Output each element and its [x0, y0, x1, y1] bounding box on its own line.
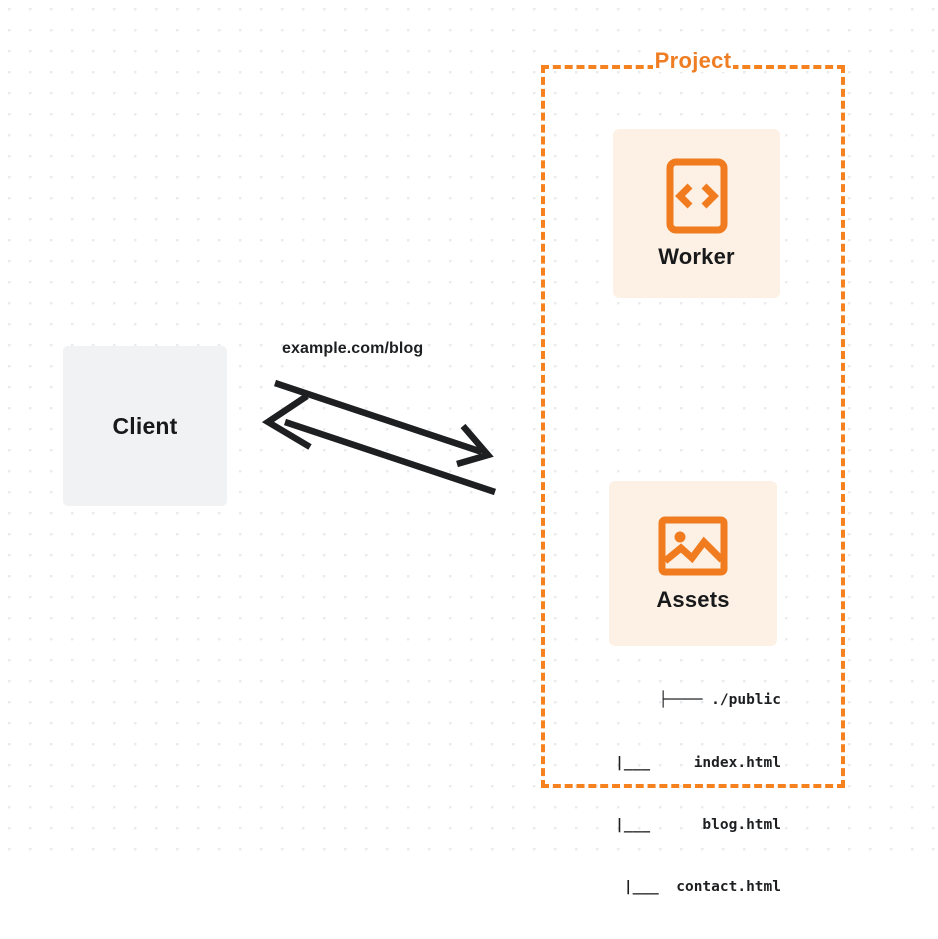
assets-file-tree: ├──── ./public |___ index.html |___ blog…: [551, 649, 781, 939]
project-title-text: Project: [652, 48, 734, 73]
file-tree-line: |___ contact.html: [606, 878, 781, 895]
worker-node-label: Worker: [658, 243, 735, 269]
request-arrow-icon: [273, 379, 494, 468]
assets-node[interactable]: Assets: [609, 481, 777, 646]
file-tree-line: ├──── ./public: [658, 692, 781, 709]
code-brackets-icon: [666, 158, 728, 234]
client-node[interactable]: Client: [63, 346, 227, 506]
worker-node[interactable]: Worker: [613, 129, 780, 298]
diagram-canvas: Client example.com/blog Project: [0, 0, 938, 895]
client-node-label: Client: [112, 412, 178, 439]
request-url-label: example.com/blog: [282, 340, 424, 357]
file-tree-line: |___ blog.html: [597, 816, 781, 833]
connector-arrows: [261, 379, 497, 496]
project-container: Project Worker Assets: [541, 50, 845, 895]
file-tree-line: |___ index.html: [597, 754, 781, 771]
assets-node-label: Assets: [656, 586, 730, 612]
image-picture-icon: [658, 515, 728, 577]
response-arrow-icon: [261, 393, 497, 496]
project-title: Project: [541, 50, 845, 72]
